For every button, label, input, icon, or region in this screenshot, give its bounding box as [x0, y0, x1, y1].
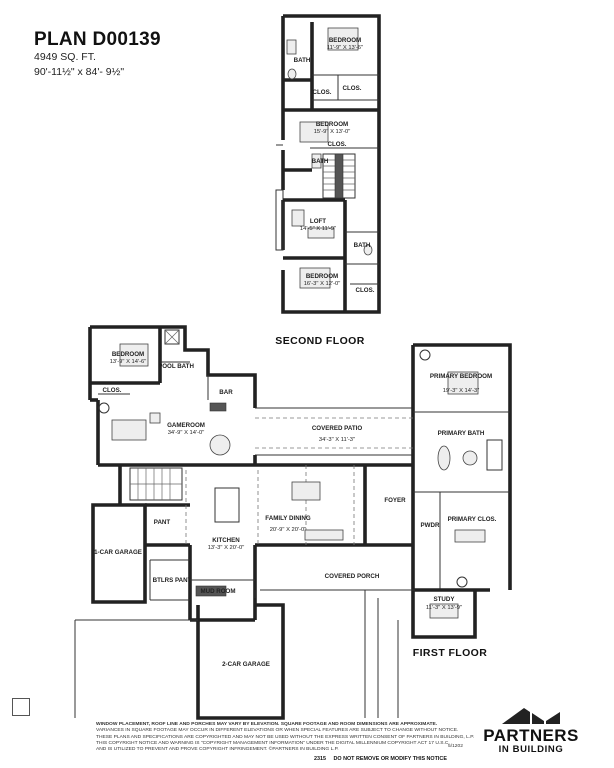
room-label-clos-mid: CLOS.: [328, 141, 347, 148]
room-label-btlrs-pant: BTLRS PANT: [153, 577, 192, 584]
stair-upper: [322, 153, 356, 199]
door-swing-gameroom: [98, 402, 110, 414]
logo-word-1: PARTNERS: [483, 726, 579, 745]
desk-study: [429, 603, 459, 619]
bed-primary: [447, 371, 479, 395]
plan-id: PLAN D00139: [34, 29, 161, 50]
room-size-gameroom: 34'-9" X 14'-0": [168, 430, 205, 436]
sofa-gameroom: [111, 419, 147, 441]
room-size-bedroom-low: 16'-3" X 12'-0": [304, 281, 341, 287]
bed-top: [327, 27, 359, 51]
loft-chair: [291, 209, 305, 227]
room-label-loft: LOFT: [310, 218, 326, 225]
toilet-loft: [363, 244, 373, 256]
bed-low: [299, 267, 331, 289]
room-label-primary-bedroom: PRIMARY BEDROOM: [430, 373, 492, 380]
room-label-clos-low: CLOS.: [356, 287, 375, 294]
bed-gf: [119, 343, 149, 367]
plan-header: PLAN D00139 4949 SQ. FT. 90'-11½" x 84'-…: [34, 30, 161, 80]
room-label-bath-loft: BATH: [354, 242, 371, 249]
disclaimer-rev: 5/1202: [448, 744, 463, 749]
room-label-kitchen: KITCHEN: [212, 537, 240, 544]
room-label-mud-room: MUD ROOM: [200, 588, 235, 595]
disclaimer-line-2: VARIANCES IN SQUARE FOOTAGE MAY OCCUR IN…: [96, 728, 459, 734]
room-label-bedroom-gf: BEDROOM: [112, 351, 144, 358]
room-size-bedroom-gf: 13'-9" X 14'-6": [110, 359, 147, 365]
room-label-foyer: FOYER: [384, 497, 406, 504]
disclaimer-line-1: WINDOW PLACEMENT, ROOF LINE AND PORCHES …: [96, 722, 438, 727]
room-label-bath-top: BATH: [294, 57, 311, 64]
room-size-bedroom-mid: 15'-9" X 13'-0": [314, 129, 351, 135]
game-table: [209, 434, 231, 456]
room-label-family-dining: FAMILY DINING: [265, 515, 311, 522]
loft-desk: [307, 227, 335, 239]
door-swing-primary: [419, 349, 431, 361]
room-label-bath-mid: BATH: [312, 158, 329, 165]
room-label-covered-porch: COVERED PORCH: [325, 573, 380, 580]
sink-top: [286, 39, 297, 55]
label-second-floor: SECOND FLOOR: [275, 335, 364, 347]
label-first-floor: FIRST FLOOR: [413, 647, 487, 659]
equal-housing-icon: [12, 698, 30, 716]
sofa-family: [291, 481, 321, 501]
room-size-study: 11'-3" X 13'-9": [426, 605, 462, 611]
partners-logo: PARTNERS IN BUILDING: [472, 704, 590, 756]
disclaimer-warning: DO NOT REMOVE OR MODIFY THIS NOTICE: [333, 756, 447, 762]
bed-mid: [299, 121, 329, 143]
tub-round: [462, 450, 478, 466]
stair-lower: [129, 467, 183, 501]
room-label-primary-bath: PRIMARY BATH: [438, 430, 485, 437]
tub-primary: [437, 445, 451, 471]
room-size-family-dining: 20'-9" X 20'-0": [270, 527, 307, 533]
bar-counter: [209, 402, 227, 412]
mudroom-bench: [195, 585, 227, 597]
first-floor-plan: BEDROOM 13'-9" X 14'-6" POOL BATH CLOS. …: [74, 325, 512, 720]
room-label-garage-1car: 1-CAR GARAGE: [94, 549, 142, 556]
sink-mid: [311, 153, 322, 169]
second-floor-plan: BEDROOM 11'-9" X 13'-6" BATH CLOS. CLOS.…: [275, 14, 381, 314]
chair-gameroom: [149, 412, 161, 424]
room-label-bedroom-low: BEDROOM: [306, 273, 338, 280]
disclaimer-line-3: THESE PLANS AND SPECIFICATIONS ARE COPYR…: [96, 734, 475, 740]
door-swing-study: [456, 576, 468, 588]
logo-mark-icon: [502, 708, 560, 724]
room-label-bar: BAR: [219, 389, 233, 396]
disclaimer-line-5: AND IS UTILIZED TO PREVENT AND PROVE COP…: [96, 747, 339, 753]
room-label-pool-bath: POOL BATH: [158, 363, 194, 370]
plan-dimensions: 90'-11½" x 84'- 9½": [34, 66, 125, 78]
toilet-top: [287, 68, 297, 80]
plan-sqft: 4949 SQ. FT.: [34, 51, 96, 63]
logo-word-2: IN BUILDING: [498, 744, 564, 755]
room-label-bedroom-mid: BEDROOM: [316, 121, 348, 128]
disclaimer-footer: 2315 DO NOT REMOVE OR MODIFY THIS NOTICE: [314, 756, 447, 762]
room-label-primary-clos: PRIMARY CLOS.: [448, 516, 497, 523]
disclaimer: WINDOW PLACEMENT, ROOF LINE AND PORCHES …: [96, 722, 476, 753]
room-label-clos-gf: CLOS.: [103, 387, 122, 394]
closet-island: [454, 529, 486, 543]
room-size-kitchen: 13'-3" X 20'-0": [208, 545, 245, 551]
room-size-covered-patio: 34'-3" X 11'-3": [319, 437, 355, 443]
room-label-pant: PANT: [154, 519, 171, 526]
kitchen-island: [214, 487, 240, 523]
room-size-bedroom-top: 11'-9" X 13'-6": [327, 45, 363, 51]
room-size-primary-bedroom: 19'-3" X 14'-3": [443, 388, 480, 394]
disclaimer-line-4: THIS COPYRIGHT NOTICE AND WARNING IS "CO…: [96, 740, 450, 746]
room-label-clos-a: CLOS.: [313, 89, 332, 96]
room-label-garage-2car: 2-CAR GARAGE: [222, 661, 270, 668]
shower-primary: [486, 439, 503, 471]
disclaimer-code: 2315: [314, 756, 326, 762]
room-label-gameroom: GAMEROOM: [167, 422, 205, 429]
room-label-study: STUDY: [434, 596, 456, 603]
room-label-covered-patio: COVERED PATIO: [312, 425, 362, 432]
room-size-loft: 14'-5" X 11'-9": [300, 226, 336, 232]
dining-table: [304, 529, 344, 541]
room-label-pwdr: PWDR: [421, 522, 440, 529]
room-label-bedroom-top: BEDROOM: [329, 37, 361, 44]
room-label-clos-b: CLOS.: [343, 85, 362, 92]
